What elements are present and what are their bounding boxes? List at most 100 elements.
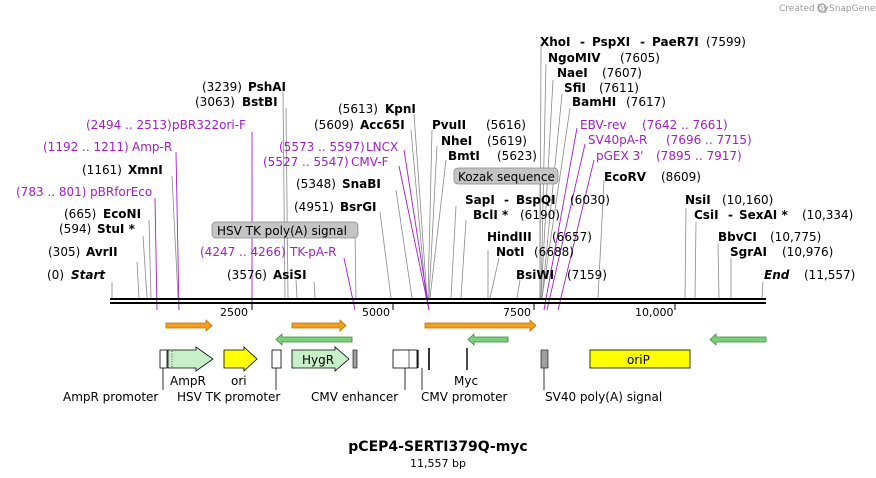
features-track xyxy=(159,346,691,390)
primer-pbrforeco-name: pBRforEco xyxy=(90,185,152,199)
site-xmni-pos: (1161) xyxy=(82,163,122,177)
site-labels: (0) Start End (11,557) (305) AvrII (594)… xyxy=(47,35,855,282)
site-ecorv-name: EcoRV xyxy=(604,170,647,184)
site-bspqi-name: BspQI xyxy=(516,193,556,207)
site-sgrai-name: SgrAI xyxy=(730,245,767,259)
site-sfii-pos: (7611) xyxy=(599,81,639,95)
tick-7500: 7500 xyxy=(503,306,531,319)
site-kpni-pos: (5613) xyxy=(338,102,378,116)
hygr-arrow xyxy=(291,346,350,372)
site-asisi-pos: (3576) xyxy=(227,268,267,282)
primer-cmvf-pos: (5527 .. 5547) xyxy=(263,155,349,169)
feature-sv40-polya-label: SV40 poly(A) signal xyxy=(545,390,662,404)
feature-labels: HygR oriP AmpR ori Myc AmpR promoter HSV… xyxy=(63,353,662,404)
tick-2500: 2500 xyxy=(220,306,248,319)
site-bbvci-name: BbvCI xyxy=(718,230,757,244)
orange-arrows xyxy=(165,319,537,332)
green-arrow-3 xyxy=(709,333,767,346)
credit-text: Created by xyxy=(779,4,829,14)
primer-pbr322ori-name: pBR322ori-F xyxy=(172,118,246,132)
green-arrow-2 xyxy=(467,333,509,346)
feature-myc-label: Myc xyxy=(454,374,478,388)
site-bmti-pos: (5623) xyxy=(497,149,537,163)
feature-ori-label: ori xyxy=(231,374,247,388)
site-ecorv-pos: (8609) xyxy=(661,170,701,184)
primer-leaders xyxy=(154,127,595,311)
credit-brand: SnapGene xyxy=(829,4,876,14)
orange-arrow-2 xyxy=(291,319,347,332)
site-hindiii-name: HindIII xyxy=(487,230,532,244)
primer-lncx-pos: (5573 .. 5597) xyxy=(279,140,365,154)
site-acc65i-name: Acc65I xyxy=(360,118,405,132)
site-naei-name: NaeI xyxy=(557,66,588,80)
tick-5000: 5000 xyxy=(362,306,390,319)
green-arrows xyxy=(275,333,767,346)
sv40-polya-box xyxy=(540,349,549,369)
site-bsrgi-pos: (4951) xyxy=(294,200,334,214)
primer-ampr-pos: (1192 .. 1211) xyxy=(43,140,129,154)
ampr-arrow xyxy=(167,346,214,372)
site-avrii-name: AvrII xyxy=(86,245,118,259)
orip-box xyxy=(589,349,691,369)
site-pspxi-name: PspXI xyxy=(592,35,630,49)
site-kpni-name: KpnI xyxy=(385,102,416,116)
hsv-tk-polya-label: HSV TK poly(A) signal xyxy=(217,224,347,238)
site-sapi-dash: - xyxy=(504,193,509,207)
site-pshai-name: PshAI xyxy=(248,80,286,94)
ampr-promoter-box xyxy=(159,349,168,369)
primer-pbr322ori-pos: (2494 .. 2513) xyxy=(86,118,172,132)
site-xhoi-pos: (7599) xyxy=(706,35,746,49)
site-bstbi-name: BstBI xyxy=(242,95,278,109)
site-econi-name: EcoNI xyxy=(103,207,141,221)
site-naei-pos: (7607) xyxy=(602,66,642,80)
site-bbvci-pos: (10,775) xyxy=(770,230,821,244)
site-econi-pos: (665) xyxy=(64,207,96,221)
primer-pgex3-name: pGEX 3' xyxy=(596,149,643,163)
site-sexai-name: SexAI * xyxy=(739,208,788,222)
site-xmni-name: XmnI xyxy=(128,163,163,177)
site-hindiii-pos: (6657) xyxy=(552,230,592,244)
site-nsii-name: NsiI xyxy=(685,193,711,207)
primer-sv40par-name: SV40pA-R xyxy=(588,133,647,147)
site-leaders xyxy=(111,45,764,299)
feature-cmv-enhancer-label: CMV enhancer xyxy=(311,390,398,404)
orange-arrow-3 xyxy=(424,319,537,332)
site-pshai-pos: (3239) xyxy=(202,80,242,94)
feature-cmv-promoter-label: CMV promoter xyxy=(421,390,508,404)
primer-ebvrev-pos: (7642 .. 7661) xyxy=(642,118,728,132)
site-pvuii-pos: (5616) xyxy=(486,118,526,132)
site-bcli-pos: (6190) xyxy=(520,208,560,222)
primer-sv40par-pos: (7696 .. 7715) xyxy=(666,133,752,147)
site-asisi-name: AsiSI xyxy=(273,268,307,282)
primer-cmvf-name: CMV-F xyxy=(351,155,389,169)
primer-ebvrev-name: EBV-rev xyxy=(580,118,626,132)
snapgene-credit: Created by SnapGene xyxy=(779,3,876,14)
site-ngomiv-pos: (7605) xyxy=(620,51,660,65)
primer-lncx-name: LNCX xyxy=(366,140,398,154)
site-stui-name: StuI * xyxy=(97,222,136,236)
site-xhoi-dash: - xyxy=(580,35,585,49)
primer-tkpar-name: TK-pA-R xyxy=(289,245,337,259)
site-sapi-name: SapI xyxy=(465,193,495,207)
site-start-name: Start xyxy=(71,268,106,282)
site-avrii-pos: (305) xyxy=(48,245,80,259)
primer-pbrforeco-pos: (783 .. 801) xyxy=(16,185,86,199)
primer-tkpar-pos: (4247 .. 4266) xyxy=(200,245,286,259)
site-snabi-pos: (5348) xyxy=(296,177,336,191)
site-csii-dash: - xyxy=(728,208,733,222)
site-stui-pos: (594) xyxy=(59,222,91,236)
site-csii-pos: (10,334) xyxy=(802,208,853,222)
orange-arrow-1 xyxy=(165,319,213,332)
site-nhei-name: NheI xyxy=(441,134,472,148)
site-paer7i-name: PaeR7I xyxy=(652,35,699,49)
snapgene-logo-icon xyxy=(817,3,827,13)
plasmid-length: 11,557 bp xyxy=(410,457,466,470)
site-sfii-name: SfiI xyxy=(564,81,586,95)
site-bamhi-pos: (7617) xyxy=(626,95,666,109)
site-noti-pos: (6688) xyxy=(534,245,574,259)
site-end-name: End xyxy=(764,268,790,282)
site-snabi-name: SnaBI xyxy=(342,177,381,191)
feature-hygr-label: HygR xyxy=(302,353,334,367)
green-arrow-1 xyxy=(275,333,353,346)
